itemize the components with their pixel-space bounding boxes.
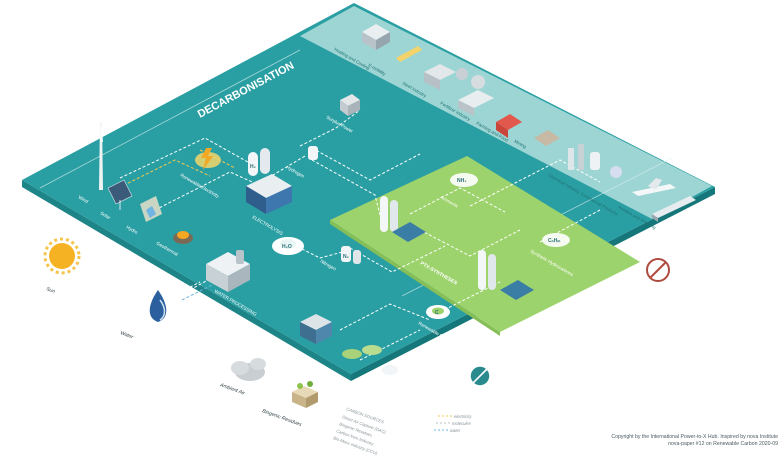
legend-electricity: electricity <box>454 414 472 419</box>
hydrogen-tanks-icon <box>248 146 318 176</box>
ship-icon <box>652 196 696 222</box>
h2-formula: H₂ <box>250 164 256 170</box>
hydro-dam-icon <box>140 196 162 222</box>
nitrogen-unit-icon <box>341 246 361 264</box>
solar-panel-icon <box>107 179 133 210</box>
c-formula: C <box>435 310 439 316</box>
water-processing-plant-icon <box>206 250 250 292</box>
solar-label: Solar <box>100 211 112 221</box>
ptx-panel <box>330 156 640 332</box>
nh3-formula: NH₃ <box>457 178 467 184</box>
platform-top <box>22 3 715 374</box>
ptx-synthesis-towers-icon <box>380 196 534 300</box>
renewable-electricity-icon <box>195 148 221 170</box>
biogenic-residues-label: Biogenic Residues <box>261 408 302 428</box>
copyright-line-1: Copyright by the International Power-to-… <box>611 434 778 440</box>
h2o-formula: H₂O <box>282 244 292 250</box>
house-icon <box>362 24 390 50</box>
sun-label: Sun <box>45 286 56 295</box>
flow-legend: electricity molecules water <box>434 414 472 433</box>
platform-left-edge <box>22 180 351 381</box>
farm-barn-icon <box>496 114 522 138</box>
no-fossil-fuels-label: No fossil fuels <box>674 267 702 286</box>
biogenic-crate-icon <box>292 381 318 408</box>
ambient-air-label: Ambient Air <box>218 382 245 397</box>
mining-label: Mining <box>514 139 528 150</box>
renewable-carbon-icon <box>426 305 450 319</box>
wind-label: Wind <box>78 195 90 205</box>
legend-water: water <box>450 428 461 433</box>
n2-formula: N₂ <box>343 254 349 260</box>
sun-icon <box>43 237 81 275</box>
ccu-label: CCU <box>364 377 375 386</box>
copyright-line-2: nova-paper #12 on Renewable Carbon 2020-… <box>668 441 778 447</box>
chemical-plant-icon <box>568 144 622 178</box>
hydro-label: Hydro <box>126 225 139 236</box>
cnhm-formula: CₙHₘ <box>548 238 560 244</box>
no-fossil-fuels-icon <box>646 258 670 282</box>
hydrocarbon-molecule-icon <box>542 233 570 247</box>
ccu-tanks-icon <box>342 345 398 375</box>
steel-industry-icon <box>424 64 485 90</box>
flow-lines <box>119 109 601 361</box>
electrolysis-unit-icon <box>246 174 292 214</box>
area-divider <box>39 49 301 189</box>
ptx-panel-edge <box>330 220 500 336</box>
water-drop-icon <box>149 290 167 322</box>
e-mobility-icon <box>396 46 422 62</box>
copyright-note: Copyright by the International Power-to-… <box>556 434 778 448</box>
mining-icon <box>534 130 560 146</box>
fertilizer-truck-icon <box>458 90 494 116</box>
geothermal-icon <box>173 231 193 244</box>
surplus-power-icon <box>340 94 360 116</box>
no-fossil-carbon-label: No fossil Carbon <box>494 371 526 393</box>
wind-turbine-icon <box>82 102 119 190</box>
ammonia-molecule-icon <box>450 173 478 187</box>
dac-unit-icon <box>300 314 332 344</box>
water-label: Water <box>119 330 134 340</box>
airplane-icon <box>632 178 676 196</box>
no-fossil-carbon-icon <box>469 365 491 387</box>
cloud-icon <box>231 358 266 381</box>
h2o-molecule-icon <box>272 237 304 255</box>
legend-molecules: molecules <box>452 421 472 426</box>
